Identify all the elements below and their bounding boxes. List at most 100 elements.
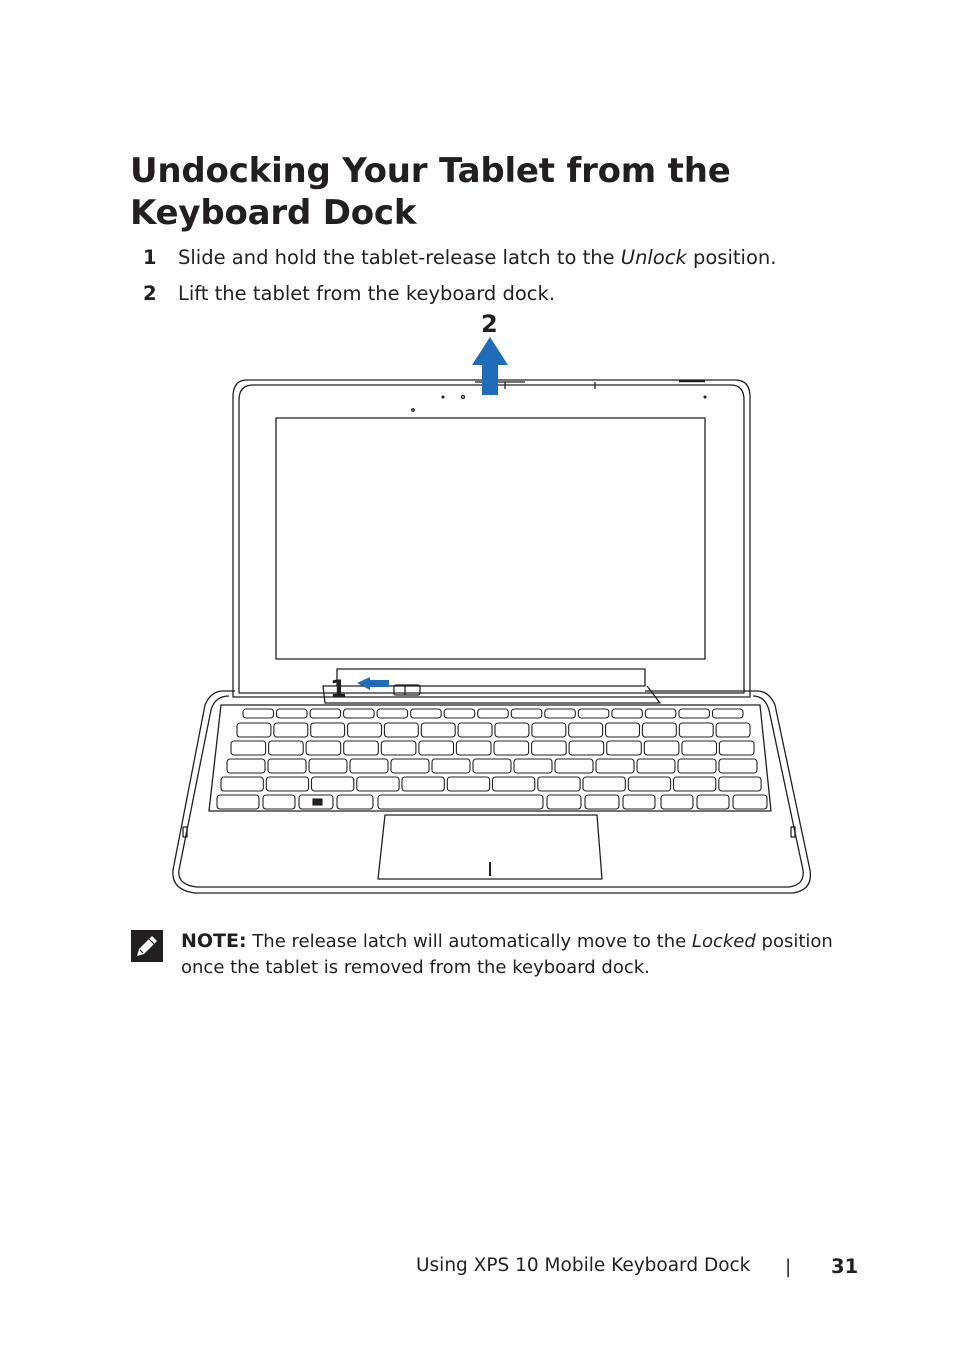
keyboard-key — [677, 758, 717, 774]
keyboard-key — [380, 740, 417, 756]
keyboard-key — [732, 794, 768, 810]
keyboard-key — [305, 740, 342, 756]
keyboard-key — [568, 722, 604, 738]
keyboard-key — [446, 776, 491, 792]
note-label: NOTE: — [181, 930, 247, 952]
keyboard-key — [410, 708, 442, 719]
keyboard-key — [262, 794, 296, 810]
keyboard-key — [310, 722, 346, 738]
footer-separator: | — [785, 1257, 792, 1278]
page-title: Undocking Your Tablet from the Keyboard … — [130, 150, 770, 234]
keyboard-key — [681, 740, 718, 756]
keyboard-key — [678, 722, 714, 738]
keyboard-key — [309, 708, 342, 719]
keyboard-key — [472, 758, 512, 774]
slide-left-arrow — [357, 677, 389, 690]
keyboard-key — [443, 708, 476, 719]
keyboard-key — [275, 708, 308, 719]
dock-hinge — [336, 668, 646, 687]
note-text: NOTE: The release latch will automatical… — [181, 928, 871, 981]
keyboard-key — [455, 740, 492, 756]
keyboard-key — [383, 722, 419, 738]
keyboard-key — [718, 776, 762, 792]
tablet-screen — [275, 417, 706, 660]
keyboard-key — [265, 776, 310, 792]
keyboard-key — [226, 758, 266, 774]
keyboard-key — [584, 794, 620, 810]
release-latch — [393, 684, 421, 696]
keyboard-key — [715, 722, 751, 738]
keyboard-key — [513, 758, 553, 774]
tablet-outline — [232, 379, 751, 698]
keyboard-key — [622, 794, 656, 810]
keyboard-key — [644, 708, 677, 719]
keyboard-key — [343, 740, 379, 756]
keyboard-key — [546, 794, 582, 810]
keyboard-key — [494, 722, 530, 738]
keyboard-key — [377, 794, 544, 810]
keyboard-key — [336, 794, 374, 810]
keyboard-key — [606, 740, 642, 756]
note-body-end: position once the tablet is removed from… — [181, 931, 833, 978]
keyboard-base-outline — [172, 690, 812, 894]
keyboard-key — [660, 794, 694, 810]
keyboard-key — [537, 776, 581, 792]
keyboard-key — [236, 722, 272, 738]
step-number: 2 — [143, 282, 157, 305]
keyboard-key — [568, 740, 605, 756]
keyboard-key — [431, 758, 471, 774]
keyboard-key — [418, 740, 455, 756]
page-number: 31 — [831, 1255, 859, 1278]
keyboard-key — [510, 708, 543, 719]
title-line-2: Keyboard Dock — [130, 193, 417, 233]
keyboard-key — [678, 708, 710, 719]
keyboard-key — [554, 758, 594, 774]
keyboard-key — [401, 776, 445, 792]
keyboard-key — [298, 794, 334, 810]
note-emphasis: Locked — [691, 931, 756, 952]
keyboard-key — [493, 740, 530, 756]
keyboard-key — [582, 776, 626, 792]
step-text: Slide and hold the tablet-release latch … — [178, 246, 621, 269]
step-text: Lift the tablet from the keyboard dock. — [178, 282, 556, 305]
callout-1: 1 — [330, 675, 347, 703]
keyboard-key — [643, 740, 680, 756]
camera-icon — [460, 394, 466, 400]
keyboard-key — [347, 722, 383, 738]
arrows — [357, 337, 508, 690]
keyboard-key — [308, 758, 348, 774]
keyboard-key — [356, 776, 400, 792]
lift-up-arrow — [472, 337, 508, 395]
keyboard-key — [611, 708, 643, 719]
keyboard-key — [627, 776, 672, 792]
page-footer: Using XPS 10 Mobile Keyboard Dock | 31 — [400, 1255, 860, 1281]
keyboard-key — [696, 794, 730, 810]
keyboard-key — [641, 722, 677, 738]
keyboard-key — [595, 758, 635, 774]
keyboard-key — [491, 776, 536, 792]
step-text-end: position. — [686, 246, 777, 269]
keyboard-key — [457, 722, 493, 738]
keyboard-key — [531, 722, 567, 738]
keyboard-key — [672, 776, 717, 792]
keyboard-key — [477, 708, 509, 719]
touchpad — [377, 814, 603, 880]
tablet-keyboard-illustration: 1 2 — [172, 310, 812, 894]
step-emphasis: Unlock — [620, 246, 687, 269]
keyboard-key — [711, 708, 744, 719]
keyboard-key — [718, 740, 755, 756]
keyboard-key — [273, 722, 309, 738]
keyboard-key — [376, 708, 409, 719]
keyboard-key — [267, 758, 307, 774]
note-body: The release latch will automatically mov… — [246, 931, 692, 952]
keyboard-key — [349, 758, 389, 774]
keyboard-keys — [216, 708, 768, 810]
keyboard-key — [343, 708, 375, 719]
keyboard-key — [636, 758, 676, 774]
keyboard-key — [230, 740, 267, 756]
callout-2: 2 — [481, 310, 498, 338]
keyboard-key — [310, 776, 355, 792]
keyboard-key — [544, 708, 576, 719]
keyboard-key — [577, 708, 610, 719]
